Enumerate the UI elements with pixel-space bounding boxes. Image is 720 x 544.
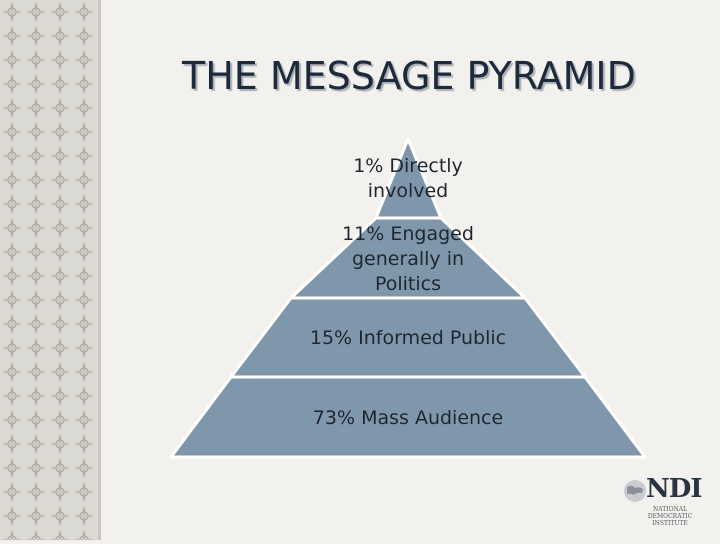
pyramid-tier-4 xyxy=(169,375,647,459)
tier-label-3: 15% Informed Public xyxy=(309,327,507,349)
tier-label-4: 73% Mass Audience xyxy=(312,407,504,429)
slide-title: THE MESSAGE PYRAMID xyxy=(182,54,636,98)
floral-pattern xyxy=(0,0,98,540)
decorative-sidebar xyxy=(0,0,101,540)
tier-label-1: 1% Directly involved xyxy=(353,155,463,202)
ndi-logo: NDI NATIONAL DEMOCRATIC INSTITUTE xyxy=(620,472,710,528)
logo-name: NDI xyxy=(646,474,702,504)
globe-icon xyxy=(624,480,646,502)
tier-label-2: 11% Engaged generally in Politics xyxy=(342,223,474,295)
logo-subtitle: NATIONAL DEMOCRATIC INSTITUTE xyxy=(647,506,693,527)
